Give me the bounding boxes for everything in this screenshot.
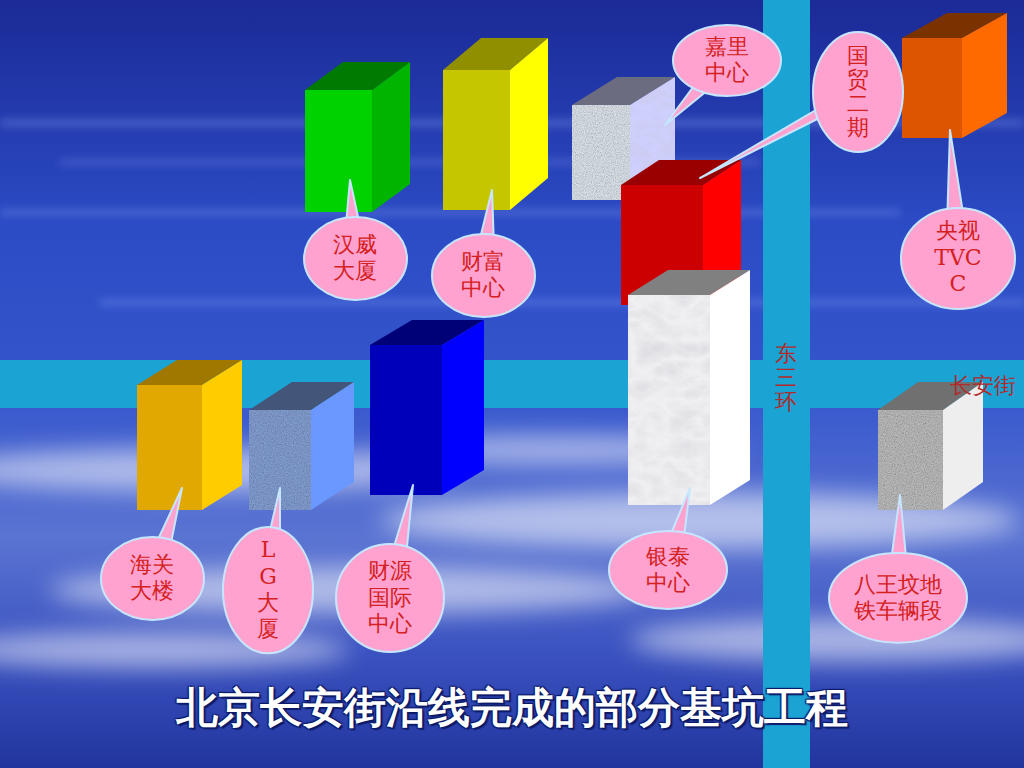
bubble-shape — [223, 527, 313, 653]
bubble-shape — [101, 537, 204, 620]
slide-title: 北京长安街沿线完成的部分基坑工程 — [0, 680, 1024, 736]
bubble-shape — [336, 544, 444, 652]
callout-bubble: LG大厦 — [222, 526, 314, 654]
bubble-shape — [813, 32, 903, 152]
callout-bubble: 嘉里中心 — [672, 24, 782, 97]
callout-text: 八王坟地铁车辆段 — [852, 572, 944, 625]
callout-bubble: 汉威大厦 — [303, 216, 408, 301]
bubble-shape — [673, 25, 781, 96]
bubble-shape — [432, 234, 535, 317]
building — [249, 382, 354, 510]
building — [628, 270, 750, 505]
bubble-shape — [901, 208, 1015, 309]
bubble-shape — [829, 553, 967, 643]
callout-bubble: 海关大楼 — [100, 536, 205, 621]
callout-text: 财富中心 — [460, 249, 506, 302]
callout-text: 国贸二期 — [847, 44, 869, 141]
callout-bubble: 央视TVCC — [900, 207, 1016, 310]
callout-text: LG大厦 — [253, 537, 283, 643]
road-name-vertical: 东三环 — [775, 342, 797, 415]
building — [878, 382, 983, 510]
building — [443, 38, 548, 210]
callout-bubble: 财富中心 — [431, 233, 536, 318]
callout-bubble: 银泰中心 — [608, 530, 728, 610]
bubble-shape — [609, 531, 727, 609]
callout-bubble: 国贸二期 — [812, 31, 904, 153]
callout-text: 财源国际中心 — [367, 558, 413, 637]
bubble-shape — [304, 217, 407, 300]
callout-text: 汉威大厦 — [332, 232, 378, 285]
building — [902, 13, 1007, 138]
building — [137, 360, 242, 510]
road-name: 长安街 — [950, 371, 1016, 401]
building — [370, 320, 484, 495]
callout-bubble: 财源国际中心 — [335, 543, 445, 653]
callout-bubble: 八王坟地铁车辆段 — [828, 552, 968, 644]
road — [763, 0, 810, 768]
callout-text: 央视TVCC — [934, 218, 982, 297]
callout-text: 嘉里中心 — [704, 34, 750, 87]
building — [305, 62, 410, 212]
callout-text: 海关大楼 — [129, 552, 175, 605]
callout-text: 银泰中心 — [645, 544, 691, 597]
